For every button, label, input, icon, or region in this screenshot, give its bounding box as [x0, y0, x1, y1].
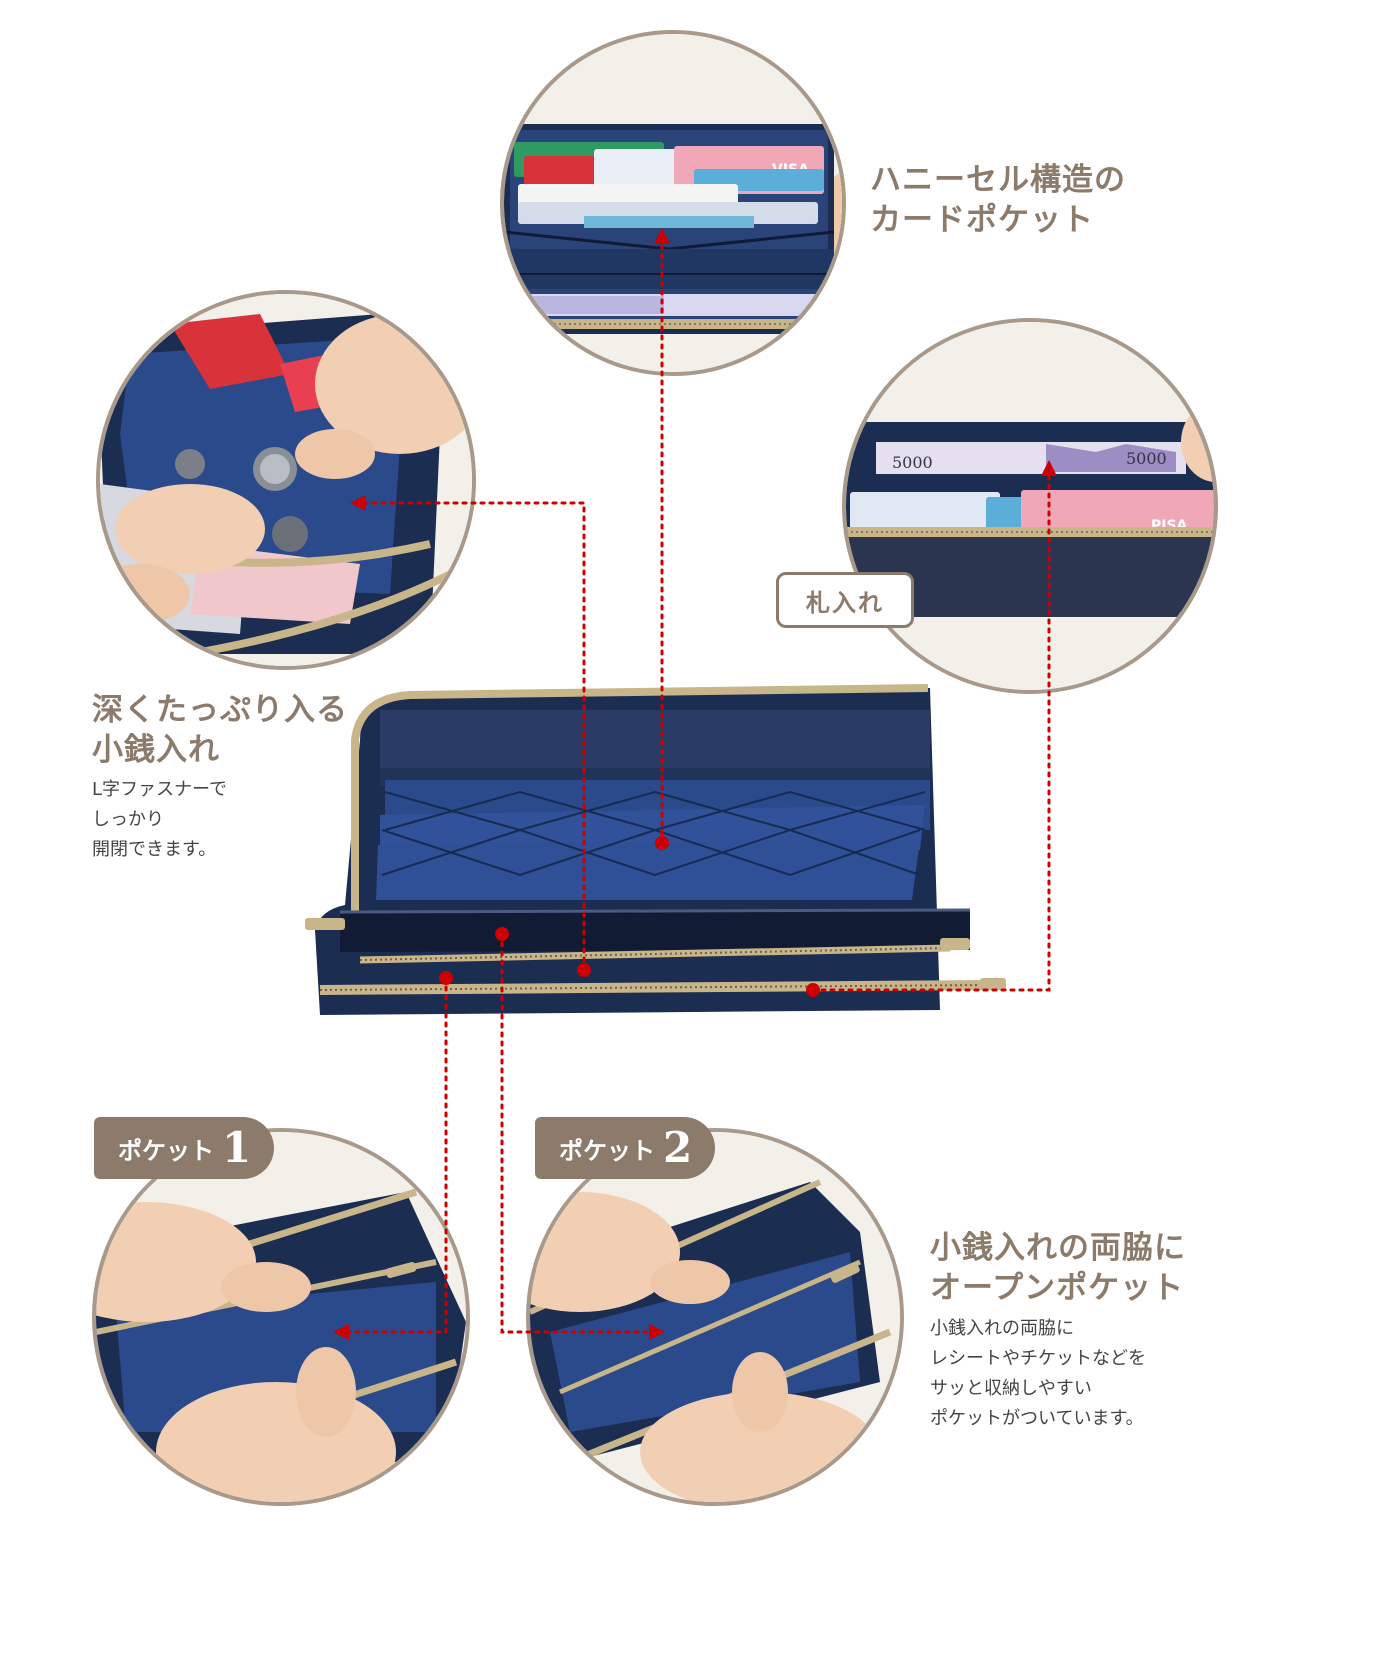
coin-purse-desc-line2: しっかり	[92, 809, 164, 830]
pocket2-photo	[526, 1128, 904, 1506]
pocket1-number: 1	[222, 1123, 252, 1172]
card-pocket-heading: ハニーセル構造の カードポケット	[870, 160, 1126, 240]
pocket2-label: ポケット	[559, 1136, 655, 1165]
bill-compartment-tag-text: 札入れ	[806, 588, 884, 617]
side-pockets-heading: 小銭入れの両脇に オープンポケット	[930, 1228, 1186, 1308]
card-pocket-photo: VISA	[500, 30, 846, 376]
coin-purse-photo	[96, 290, 476, 670]
coin-purse-heading-line1: 深くたっぷり入る	[92, 692, 348, 728]
coin-purse-description: L字ファスナーで しっかり 開閉できます。	[92, 775, 227, 865]
pocket1-badge: ポケット 1	[94, 1117, 274, 1179]
pocket1-photo	[92, 1128, 470, 1506]
coin-purse-heading-line2: 小銭入れ	[92, 732, 220, 768]
banknote-value-right: 5000	[1126, 449, 1167, 468]
side-pockets-heading-line2: オープンポケット	[930, 1270, 1185, 1306]
pocket1-label: ポケット	[118, 1136, 214, 1165]
bill-compartment-photo: 5000 5000 PISA	[842, 318, 1218, 694]
side-pockets-desc-line4: ポケットがついています。	[930, 1408, 1144, 1429]
coin-purse-heading: 深くたっぷり入る 小銭入れ	[92, 690, 348, 770]
side-pockets-desc-line3: サッと収納しやすい	[930, 1378, 1092, 1399]
banknote-value-left: 5000	[892, 453, 933, 472]
wallet-main-photo	[300, 680, 1020, 1030]
pocket2-badge: ポケット 2	[535, 1117, 715, 1179]
side-pockets-desc-line1: 小銭入れの両脇に	[930, 1318, 1074, 1339]
side-pockets-desc-line2: レシートやチケットなどを	[930, 1348, 1146, 1369]
bill-compartment-tag: 札入れ	[776, 572, 914, 628]
card-pocket-heading-line2: カードポケット	[870, 202, 1094, 238]
pocket2-number: 2	[663, 1123, 693, 1172]
card-pocket-heading-line1: ハニーセル構造の	[870, 162, 1126, 198]
coin-purse-desc-line1: L字ファスナーで	[92, 779, 227, 800]
coin-purse-desc-line3: 開閉できます。	[92, 839, 217, 860]
side-pockets-description: 小銭入れの両脇に レシートやチケットなどを サッと収納しやすい ポケットがついて…	[930, 1314, 1146, 1434]
side-pockets-heading-line1: 小銭入れの両脇に	[930, 1230, 1186, 1266]
